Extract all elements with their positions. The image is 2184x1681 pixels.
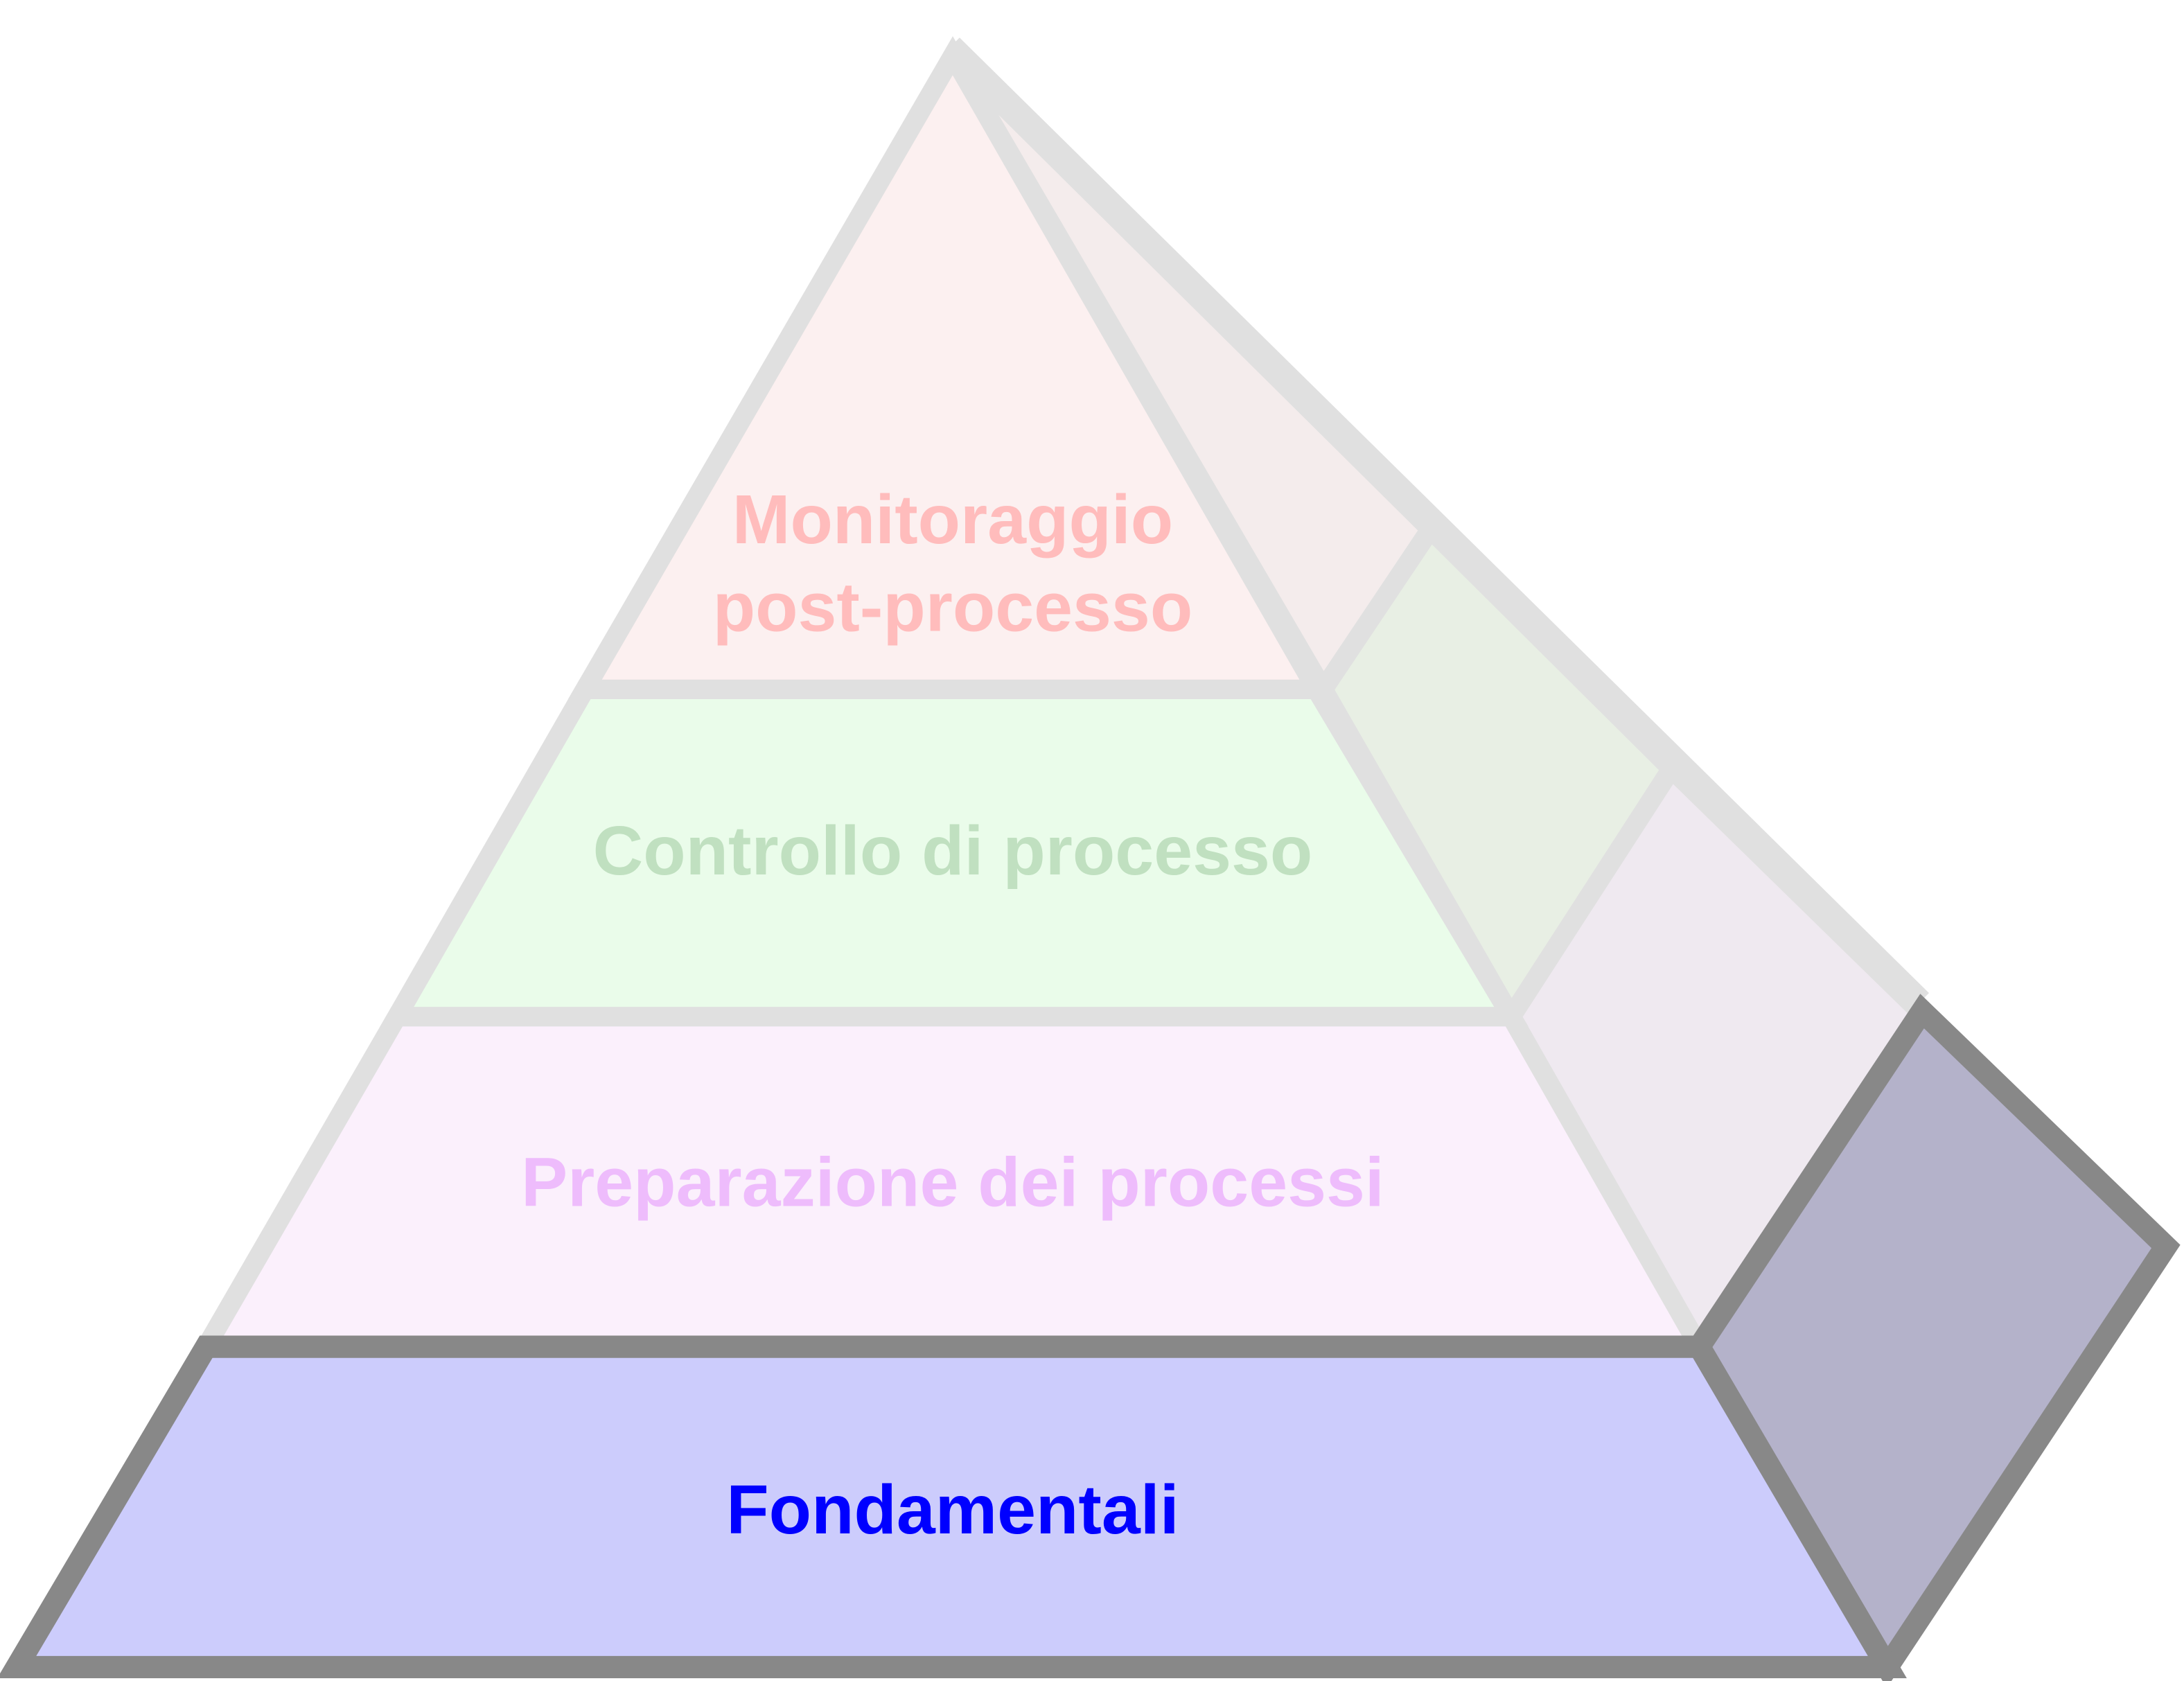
level-1-label-line-1: Monitoraggio bbox=[732, 481, 1173, 558]
level-1-label-line-2: post-processo bbox=[713, 569, 1193, 646]
level-2-label: Controllo di processo bbox=[593, 812, 1313, 890]
level-3-label: Preparazione dei processi bbox=[521, 1144, 1384, 1222]
level-4-label: Fondamentali bbox=[726, 1471, 1179, 1549]
pyramid-back-edge bbox=[946, 37, 1929, 1007]
level-4-front[interactable] bbox=[0, 1335, 1907, 1678]
